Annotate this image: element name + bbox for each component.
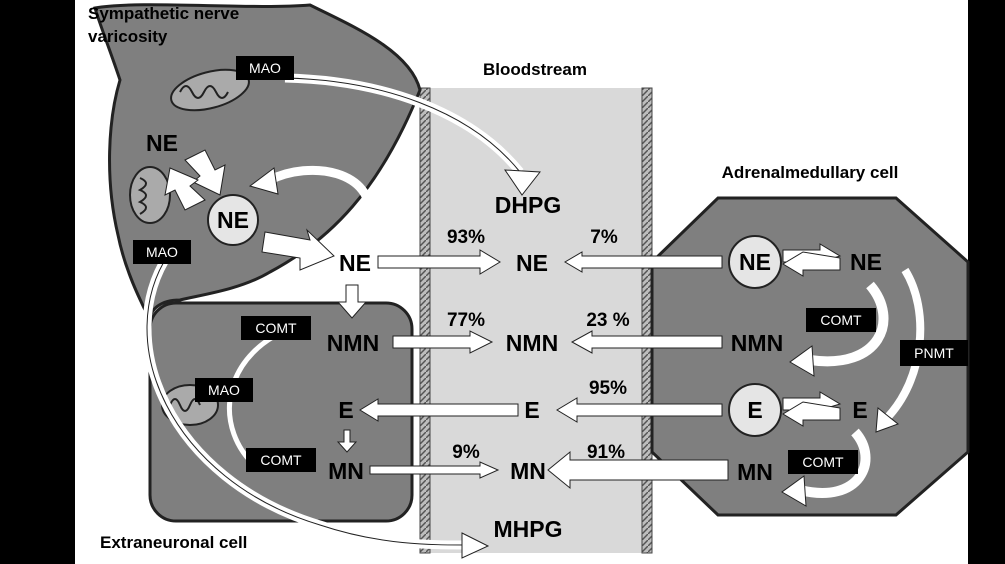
vessel-wall-left [419,87,431,554]
ne-label-adrenal: NE [850,249,882,275]
svg-text:COMT: COMT [255,320,297,336]
adrenal-ne-uptake-arrow [782,251,841,277]
e-label-adrenal: E [852,397,867,423]
adrenal-ne-vesicle [728,235,782,289]
dhpg-arrowhead [504,169,541,196]
nmn-adrenal-arrow [570,330,723,354]
mn-label-extraneuronal: MN [328,458,364,484]
ne-adrenal-percent: 7% [590,227,618,248]
ne-label-blood: NE [516,250,548,276]
nmn-extraneuronal-arrow [392,330,494,354]
ne-label-synapse: NE [339,250,371,276]
comt-label-adrenal-top: COMT [806,308,876,332]
ne-exocytosis-arrow [261,228,335,271]
svg-text:COMT: COMT [260,452,302,468]
svg-text:PNMT: PNMT [914,345,954,361]
adrenal-e-vesicle [728,383,782,437]
nmn-extraneuronal-percent: 77% [447,310,485,331]
ne-release-arrow [164,167,206,211]
e-adrenal-percent: 95% [589,378,627,399]
e-uptake-arrow [359,398,519,422]
ne-neural-arrow [377,249,501,275]
pnmt-label: PNMT [900,340,968,366]
nmn-adrenal-percent: 23 % [586,310,629,331]
ne-label-adrenal-vesicle: NE [739,249,771,275]
mn-label-blood: MN [510,458,546,484]
mao-label-left: MAO [133,240,191,264]
mhpg-label: MHPG [494,516,563,542]
mao-label-top: MAO [236,56,294,80]
bloodstream-title: Bloodstream [483,60,587,79]
svg-text:MAO: MAO [208,382,240,398]
mn-extraneuronal-percent: 9% [452,442,480,463]
comt-label-adrenal-bottom: COMT [788,450,858,474]
ne-label-vesicle: NE [217,207,249,233]
svg-text:COMT: COMT [802,454,844,470]
e-label-adrenal-vesicle: E [747,397,762,423]
mn-adrenal-arrow [547,450,729,490]
nmn-label-adrenal: NMN [731,330,783,356]
extraneuronal-title: Extraneuronal cell [100,533,247,552]
nmn-label-extraneuronal: NMN [327,330,379,356]
ne-to-nmn-arrow [336,284,368,319]
comt-label-nmn: COMT [241,316,311,340]
adrenal-comt-e-arrow [798,428,871,498]
mn-label-adrenal: MN [737,459,773,485]
svg-text:MAO: MAO [249,60,281,76]
dhpg-label: DHPG [495,192,561,218]
adrenal-title: Adrenalmedullary cell [722,163,899,182]
ne-neural-percent: 93% [447,227,485,248]
svg-text:MAO: MAO [146,244,178,260]
ne-vesicle [207,194,259,246]
ne-label-neuron: NE [146,130,178,156]
svg-text:COMT: COMT [820,312,862,328]
adrenal-e-uptake-arrow [782,401,841,427]
nmn-label-blood: NMN [506,330,558,356]
e-label-extraneuronal: E [338,397,353,423]
comt-label-mn: COMT [246,448,316,472]
e-to-mn-arrow [336,429,358,453]
mn-adrenal-percent: 91% [587,442,625,463]
ne-adrenal-arrow [564,251,723,273]
ne-reuptake-arrow [267,165,375,221]
adrenal-comt-ne-arrow [809,281,889,367]
sympathetic-title-line2: varicosity [88,27,168,46]
mn-extraneuronal-arrow [369,461,500,479]
mhpg-arrowhead [461,532,490,559]
ne-uptake-arrow [184,149,226,196]
e-adrenal-arrow [556,397,723,423]
sympathetic-title-line1: Sympathetic nerve [88,4,239,23]
mao-label-extraneuronal: MAO [195,378,253,402]
mitochondrion-icon [129,166,171,224]
e-label-blood: E [524,397,539,423]
